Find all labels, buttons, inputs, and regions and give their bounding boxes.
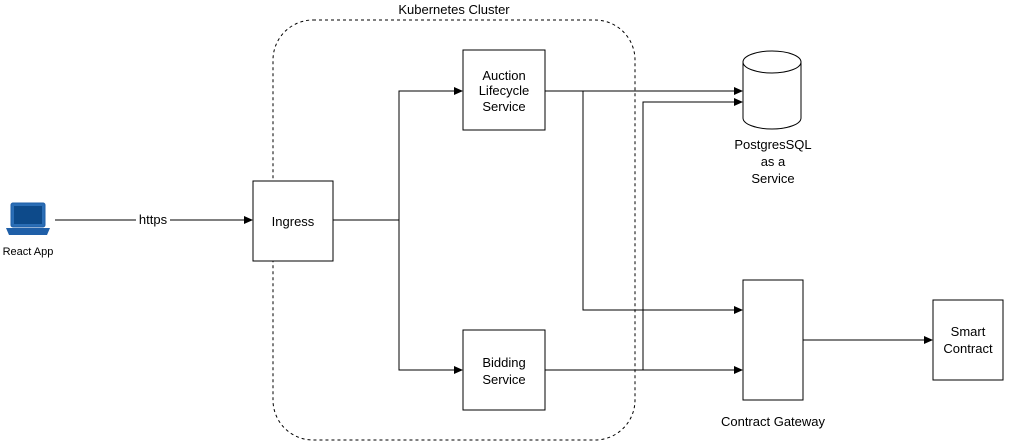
ingress-to-bidding-edge [398,220,463,374]
auction-label-line-1: Auction [482,68,525,83]
postgres-label-line-1: PostgresSQL [734,137,811,152]
laptop-icon [6,202,50,235]
contract-gateway-node [742,279,804,401]
auction-lifecycle-service-node [462,49,546,131]
smart-contract-node [932,299,1004,381]
bidding-to-postgres-edge [642,98,743,370]
https-label-bg [136,212,170,228]
auction-label-line-3: Service [482,99,525,114]
bidding-label-line-1: Bidding [482,355,525,370]
smart-contract-label-line-1: Smart [951,324,986,339]
ingress-node [252,180,334,262]
ingress-label: Ingress [272,214,315,229]
ingress-to-auction-edge [333,87,463,221]
auction-to-gateway-edge [582,91,743,314]
postgres-database-icon [742,50,802,130]
smart-contract-label-line-2: Contract [943,341,993,356]
postgres-label-line-2: as a [761,154,786,169]
contract-gateway-label: Contract Gateway [721,414,826,429]
bidding-label-line-2: Service [482,372,525,387]
postgres-label-line-3: Service [751,171,794,186]
https-edge-label: https [139,212,168,227]
cluster-title: Kubernetes Cluster [398,2,510,17]
react-app-label: React App [3,246,54,258]
bidding-service-node [462,329,546,411]
auction-label-line-2: Lifecycle [479,83,530,98]
